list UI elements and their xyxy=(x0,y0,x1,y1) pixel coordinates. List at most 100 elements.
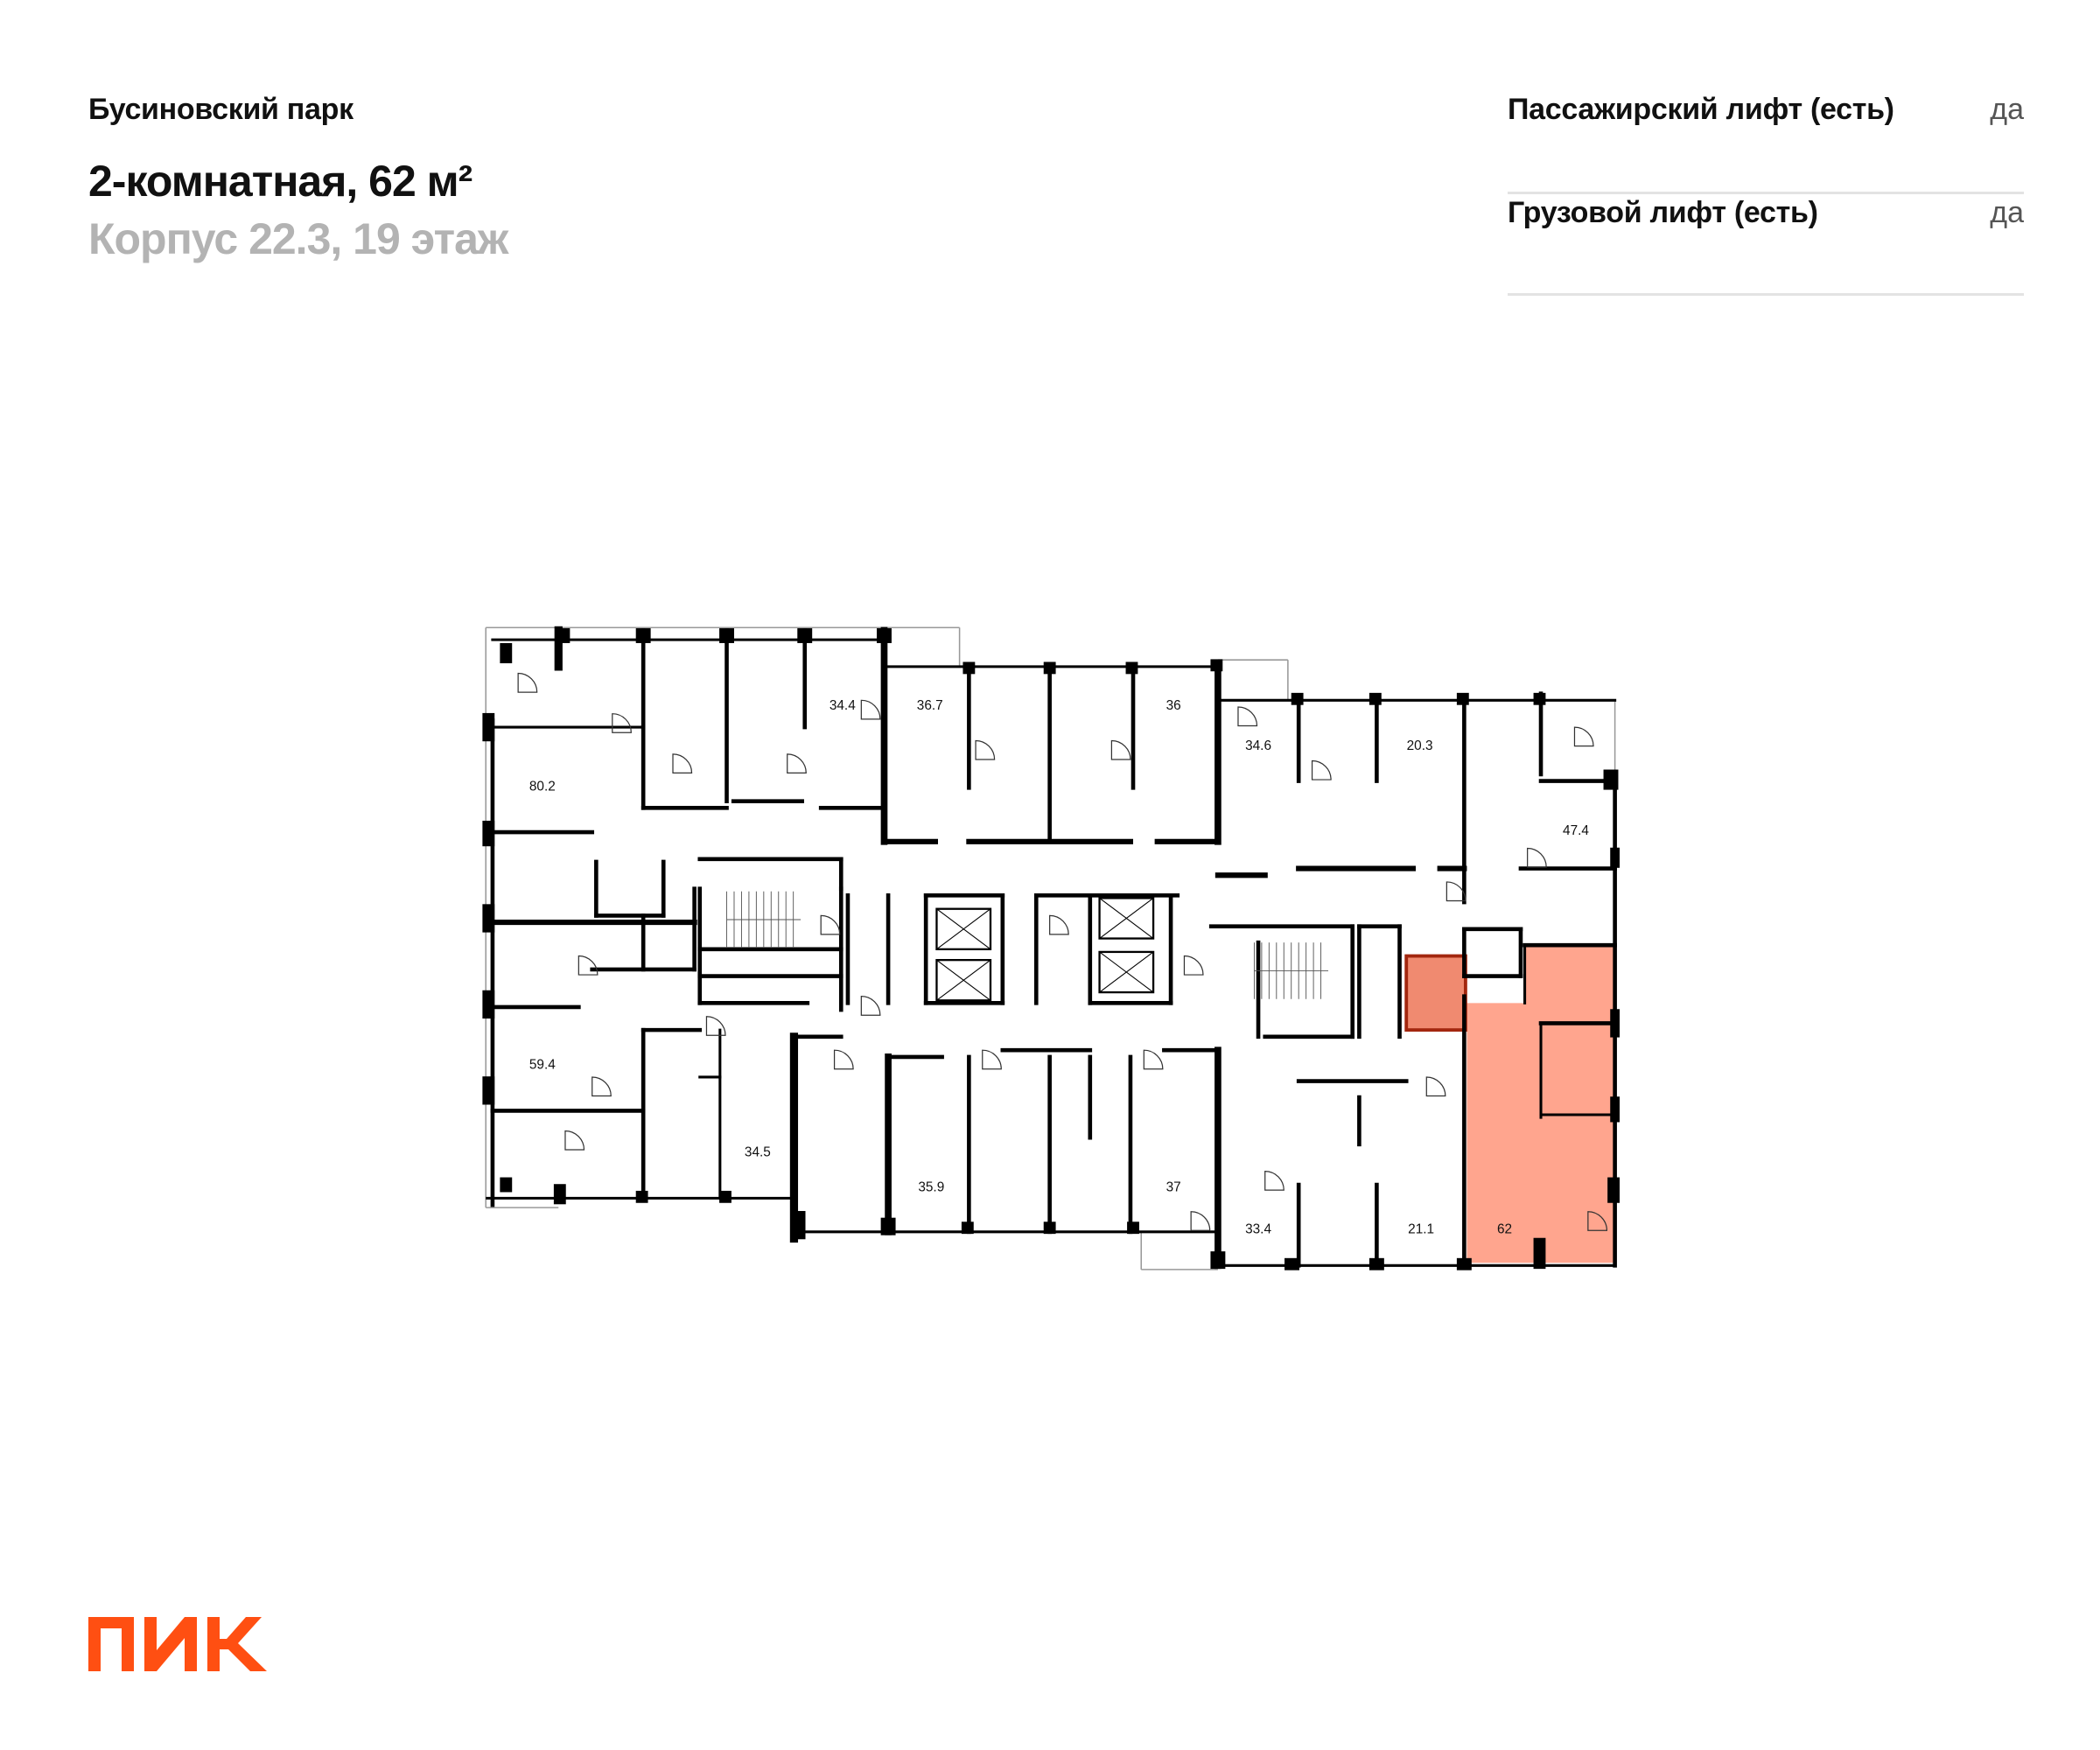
elevator-cross xyxy=(936,959,991,1001)
pillar xyxy=(555,628,570,643)
selected-apartment-bathroom xyxy=(1404,954,1467,1032)
pillar xyxy=(877,628,892,643)
pillar xyxy=(1610,1009,1620,1038)
door-swing xyxy=(592,1076,612,1097)
pillar xyxy=(1368,692,1382,705)
elevator-cross xyxy=(936,908,991,950)
elevator-shaft xyxy=(1098,897,1155,940)
pillar xyxy=(1368,1257,1384,1270)
apartment-area-label[interactable]: 37 xyxy=(1166,1180,1181,1195)
pillar xyxy=(1043,1222,1056,1235)
apartment-area-label[interactable]: 20.3 xyxy=(1407,738,1433,753)
pillar xyxy=(790,1210,806,1240)
floor-plan: 80.2 34.4 36.7 36 34.6 20.3 47.4 59.4 34… xyxy=(482,626,1620,1270)
pillar xyxy=(500,1177,513,1193)
feature-label: Грузовой лифт (есть) xyxy=(1508,196,1818,229)
apartment-area-label[interactable]: 34.5 xyxy=(745,1145,771,1160)
pillar xyxy=(500,642,513,664)
pillar xyxy=(1533,692,1546,705)
pillar xyxy=(719,1190,732,1203)
walls xyxy=(482,626,1620,1270)
door-swing xyxy=(578,955,598,976)
feature-row-freight-lift: Грузовой лифт (есть) да xyxy=(1508,194,2024,296)
pik-logo xyxy=(88,1617,267,1671)
elevator-cross xyxy=(1099,951,1154,993)
door-swing xyxy=(672,753,693,774)
door-swing xyxy=(1573,726,1594,747)
door-swing xyxy=(612,713,632,733)
door-swing xyxy=(1264,1171,1284,1191)
apartment-area-label-selected[interactable]: 62 xyxy=(1497,1222,1512,1236)
feature-label: Пассажирский лифт (есть) xyxy=(1508,93,1894,126)
door-swing xyxy=(564,1130,585,1151)
door-swing xyxy=(975,739,996,760)
apartment-area-label[interactable]: 34.6 xyxy=(1245,738,1271,753)
apartment-area-label[interactable]: 59.4 xyxy=(529,1058,556,1073)
apartment-area-label[interactable]: 47.4 xyxy=(1563,823,1589,838)
door-swing xyxy=(860,996,881,1016)
elevator-shaft xyxy=(935,958,992,1002)
feature-value: да xyxy=(1990,196,2024,229)
pillar xyxy=(1127,1222,1139,1235)
apartment-area-label[interactable]: 36.7 xyxy=(917,698,943,713)
pillar xyxy=(635,628,651,643)
pillar xyxy=(1456,1257,1472,1270)
pillar xyxy=(1284,1257,1299,1270)
pillar xyxy=(1210,1251,1226,1270)
pillar xyxy=(1291,692,1304,705)
pillar xyxy=(482,1076,495,1105)
interior-partitions xyxy=(517,672,1608,1231)
pillar xyxy=(719,628,734,643)
apartment-area-label[interactable]: 36 xyxy=(1166,698,1181,713)
project-name: Бусиновский парк xyxy=(88,93,354,126)
pillar xyxy=(1210,659,1223,672)
apartment-area-label[interactable]: 80.2 xyxy=(529,779,556,794)
door-swing xyxy=(833,1049,854,1070)
pillar xyxy=(961,1222,974,1235)
apartment-area-label[interactable]: 33.4 xyxy=(1245,1222,1271,1236)
pillar xyxy=(553,1184,566,1205)
door-swing xyxy=(1143,1049,1164,1070)
door-swing xyxy=(982,1049,1002,1070)
pillar xyxy=(797,628,813,643)
pillar xyxy=(482,904,495,933)
pillar xyxy=(1125,662,1138,675)
elevators xyxy=(935,897,1155,1002)
apartment-area-label[interactable]: 34.4 xyxy=(830,698,856,713)
pillar xyxy=(482,820,495,847)
door-swing xyxy=(1425,1076,1446,1097)
door-swing xyxy=(1237,706,1258,727)
door-swing xyxy=(1311,760,1332,780)
pillar xyxy=(1043,662,1056,675)
door-swing xyxy=(787,753,807,774)
pillar xyxy=(1610,847,1620,868)
door-swing xyxy=(820,914,841,935)
pillar xyxy=(635,1190,648,1203)
feature-value: да xyxy=(1990,93,2024,126)
door-swing xyxy=(1183,955,1204,976)
door-swing xyxy=(1587,1211,1608,1231)
pillar xyxy=(1533,1237,1546,1270)
pillar xyxy=(482,712,495,742)
elevator-shaft xyxy=(935,907,992,950)
elevator-cross xyxy=(1099,897,1154,939)
door-swing xyxy=(1527,847,1547,868)
pillar xyxy=(1603,769,1619,790)
door-swing xyxy=(1446,881,1466,902)
door-swing xyxy=(705,1016,726,1036)
building-floor-subtitle: Корпус 22.3, 19 этаж xyxy=(88,214,508,263)
door-swing xyxy=(1190,1211,1211,1231)
staircases xyxy=(726,891,1329,999)
door-swing xyxy=(517,672,538,693)
pillar xyxy=(1610,1096,1620,1123)
door-swing xyxy=(1110,739,1131,760)
door-swing xyxy=(1049,914,1069,935)
pillar xyxy=(482,990,495,1019)
apartment-title: 2-комнатная, 62 м² xyxy=(88,157,472,206)
elevator-shaft xyxy=(1098,950,1155,994)
pillar xyxy=(1456,692,1469,705)
pillar xyxy=(1607,1177,1620,1203)
apartment-area-label[interactable]: 35.9 xyxy=(918,1180,944,1195)
apartment-area-label[interactable]: 21.1 xyxy=(1408,1222,1434,1236)
pillar xyxy=(962,662,976,675)
